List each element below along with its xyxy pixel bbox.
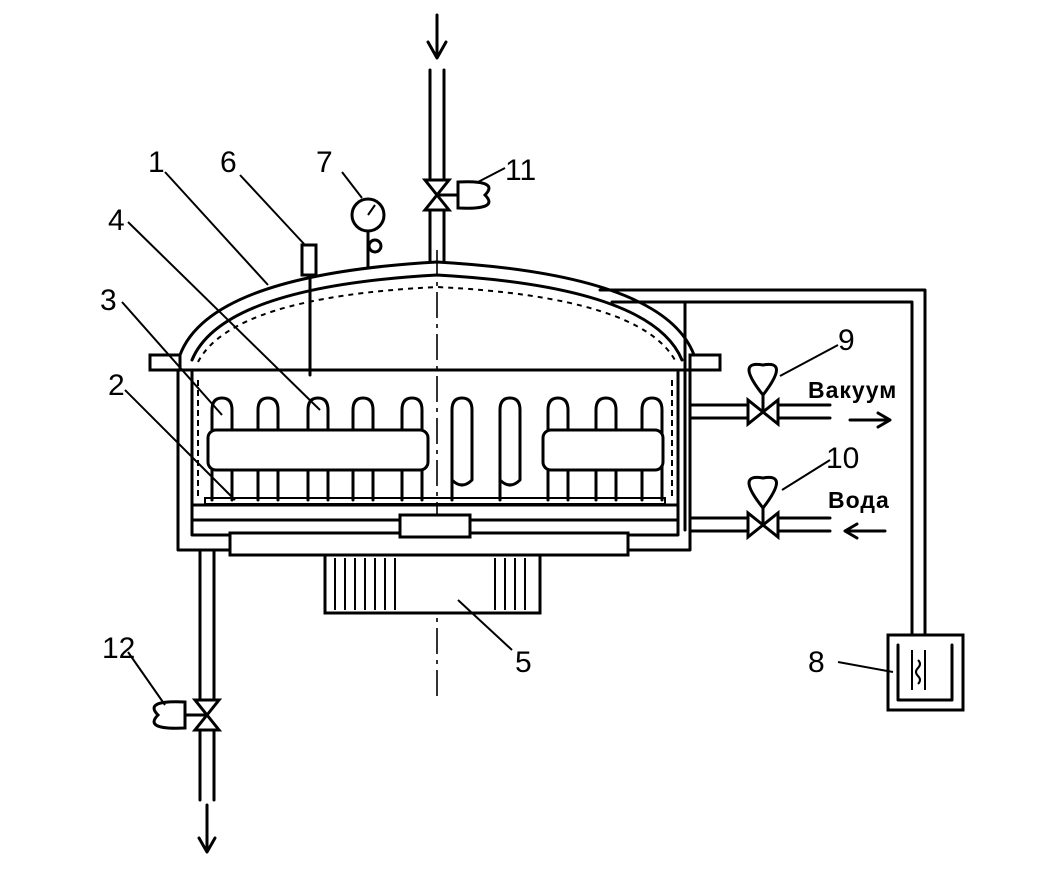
hub bbox=[398, 513, 472, 539]
pressure-gauge-icon bbox=[350, 197, 386, 270]
label-vacuum: Вакуум bbox=[808, 377, 897, 403]
base-drive-unit bbox=[323, 553, 542, 615]
label-water: Вода bbox=[828, 487, 890, 513]
drain-line bbox=[152, 548, 223, 854]
label-2: 2 bbox=[108, 369, 125, 402]
sensor-line bbox=[598, 288, 965, 712]
label-3: 3 bbox=[100, 284, 117, 317]
vacuum-line bbox=[688, 362, 892, 429]
inner-liner bbox=[197, 380, 673, 500]
label-9: 9 bbox=[838, 324, 855, 357]
carrier-rim bbox=[204, 497, 666, 505]
steam-inlet bbox=[421, 13, 491, 264]
label-4: 4 bbox=[108, 204, 125, 237]
trays bbox=[206, 428, 665, 472]
label-7: 7 bbox=[316, 146, 333, 179]
label-5: 5 bbox=[515, 646, 532, 679]
thermometer bbox=[300, 243, 318, 377]
label-6: 6 bbox=[220, 146, 237, 179]
label-11: 11 bbox=[505, 154, 536, 187]
water-line bbox=[688, 475, 887, 541]
label-12: 12 bbox=[102, 632, 135, 665]
bottle-holders bbox=[210, 396, 664, 502]
label-1: 1 bbox=[148, 146, 165, 179]
label-10: 10 bbox=[826, 442, 859, 475]
label-8: 8 bbox=[808, 646, 825, 679]
leader-lines bbox=[121, 167, 894, 706]
